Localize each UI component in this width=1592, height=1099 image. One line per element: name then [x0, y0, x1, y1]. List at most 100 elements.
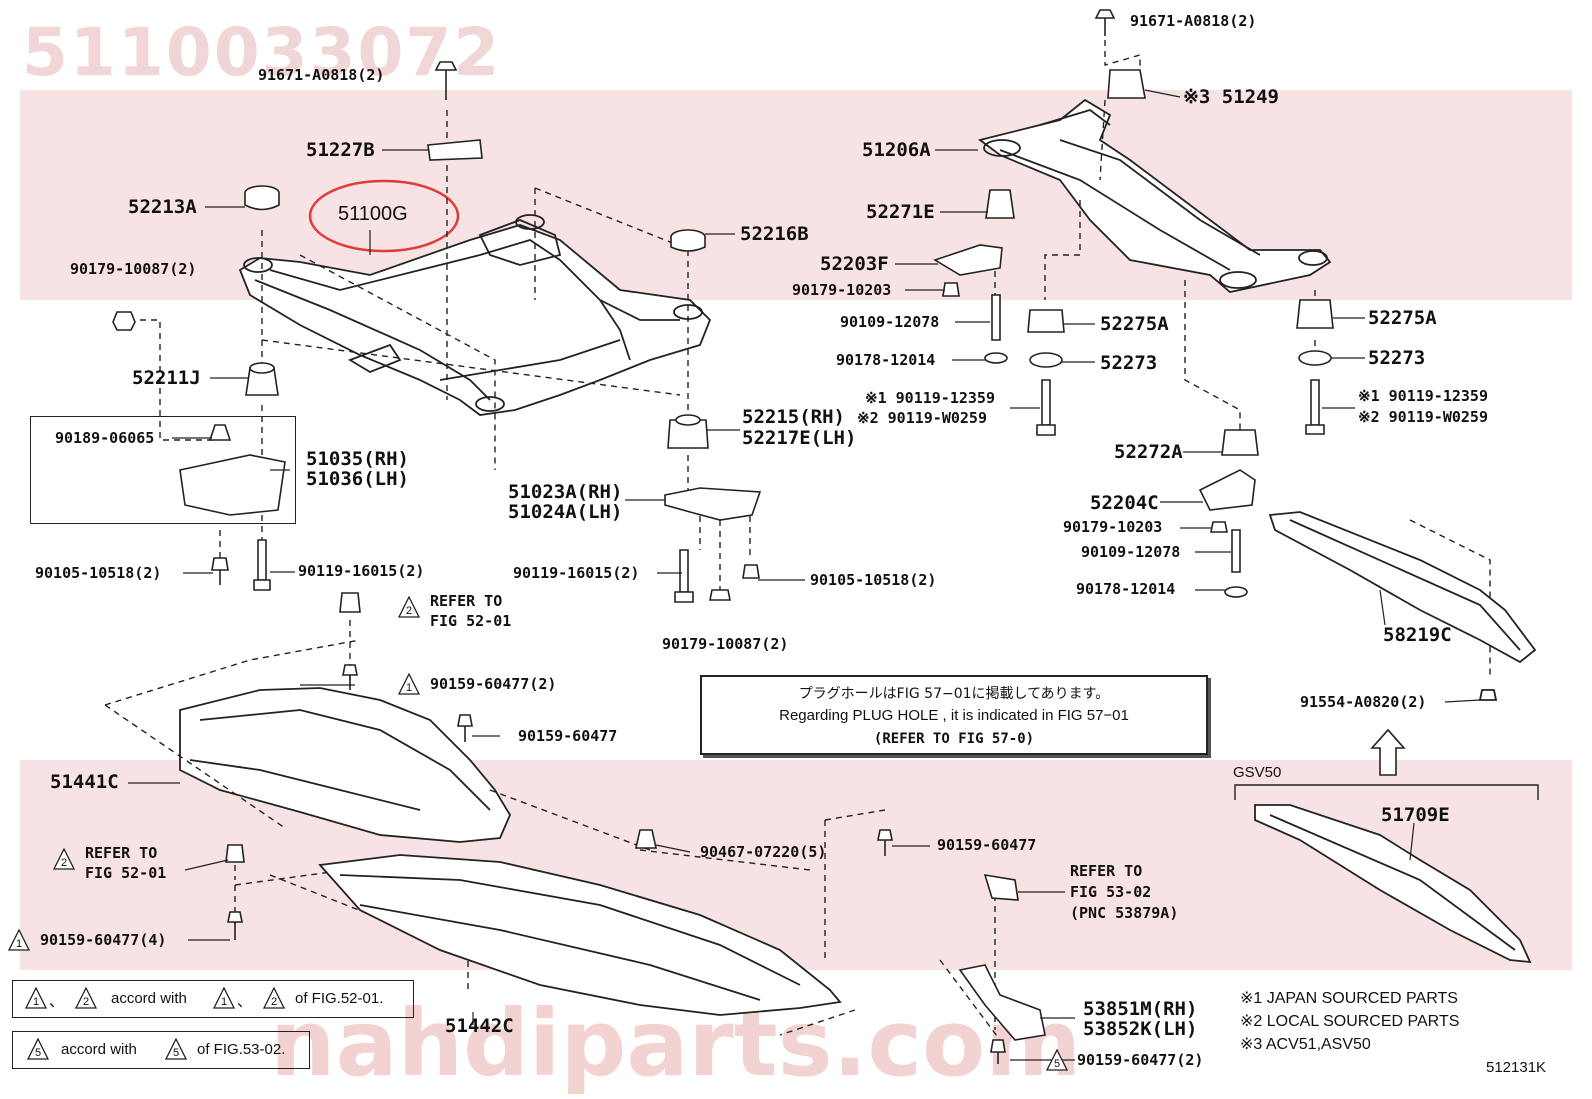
label-90109-12078-upper: 90109-12078: [840, 313, 940, 331]
label-52203f: 52203F: [820, 253, 889, 275]
label-90159-60477-4: 90159-60477(4): [40, 931, 167, 949]
triangle-2-lower: 2: [53, 848, 75, 870]
label-figure-id: 512131K: [1486, 1059, 1547, 1076]
label-52272a: 52272A: [1114, 441, 1183, 463]
label-90119-12359-left: ※1 90119-12359: [865, 389, 995, 407]
legend-triangle-5a-num: 5: [35, 1047, 41, 1059]
label-90178-12014-lower: 90178-12014: [1076, 580, 1176, 598]
label-52273-left: 52273: [1100, 352, 1158, 374]
label-90179-10087-front: 90179-10087(2): [70, 260, 197, 278]
label-90119-16015-mid: 90119-16015(2): [513, 564, 640, 582]
legend-triangle-2a: 2: [75, 987, 97, 1009]
label-51441c: 51441C: [50, 771, 119, 793]
gsv50-bracket: [1234, 784, 1539, 800]
rear-subframe: [977, 98, 1332, 293]
triangle-1-upper-num: 1: [406, 682, 412, 694]
legend-separator-1: 、: [49, 993, 65, 1010]
label-51036-lh: 51036(LH): [306, 468, 409, 490]
label-91671-a0818-front: 91671-A0818(2): [258, 66, 385, 84]
legend-triangle-2b-num: 2: [271, 996, 277, 1008]
label-51249: ※3 51249: [1183, 86, 1279, 108]
legend-triangle-2a-num: 2: [83, 996, 89, 1008]
label-fig-53-02: FIG 53-02: [1070, 883, 1152, 901]
highlight-circle: [308, 179, 460, 253]
label-refer-to-upper: REFER TO: [430, 592, 503, 610]
bracket-group-box: [30, 416, 296, 524]
label-90119-16015-left: 90119-16015(2): [298, 562, 425, 580]
legend-row-2: 5 accord with 5 of FIG.53-02.: [12, 1031, 310, 1069]
legend-triangle-1b-num: 1: [221, 996, 227, 1008]
plug-hole-note: プラグホールはFIG 57−01に掲載してあります。 Regarding PLU…: [700, 675, 1208, 755]
label-52211j: 52211J: [132, 367, 201, 389]
label-90159-60477-a: 90159-60477: [518, 727, 618, 745]
note-line-japanese: プラグホールはFIG 57−01に掲載してあります。: [798, 686, 1110, 702]
legend-separator-2: 、: [237, 993, 253, 1010]
under-cover-51441c: [179, 687, 512, 843]
triangle-2-upper-num: 2: [406, 605, 412, 617]
label-51227b: 51227B: [306, 139, 375, 161]
leader-lines: [128, 89, 1481, 1061]
label-refer-to-lower: REFER TO: [85, 844, 158, 862]
under-cover-51442c: [318, 854, 842, 1016]
label-90159-60477-2-upper: 90159-60477(2): [430, 675, 557, 693]
legend-tail-2: of FIG.53-02.: [197, 1041, 286, 1058]
label-90119-12359-right: ※1 90119-12359: [1358, 387, 1488, 405]
label-52275a-right: 52275A: [1368, 307, 1437, 329]
label-pnc-53879a: (PNC 53879A): [1070, 904, 1179, 922]
label-51206a: 51206A: [862, 139, 931, 161]
legend-triangle-2b: 2: [263, 987, 285, 1009]
brace-58219c: [1268, 511, 1537, 701]
label-53851m-rh: 53851M(RH): [1083, 998, 1198, 1020]
label-51035-rh: 51035(RH): [306, 448, 409, 470]
label-refer-to-53: REFER TO: [1070, 862, 1143, 880]
label-91554-a0820: 91554-A0820(2): [1300, 693, 1427, 711]
legend-triangle-1a: 1: [25, 987, 47, 1009]
legend-triangle-5b: 5: [165, 1038, 187, 1060]
triangle-5-lower-num: 5: [1054, 1058, 1060, 1070]
label-52215-rh: 52215(RH): [742, 406, 845, 428]
label-90159-60477-b: 90159-60477: [937, 836, 1037, 854]
triangle-2-upper: 2: [398, 596, 420, 618]
legend-triangle-1b: 1: [213, 987, 235, 1009]
note-line-english: Regarding PLUG HOLE , it is indicated in…: [779, 707, 1129, 724]
label-51709e: 51709E: [1381, 804, 1450, 826]
label-52271e: 52271E: [866, 201, 935, 223]
label-51024a-lh: 51024A(LH): [508, 501, 623, 523]
label-90109-12078-lower: 90109-12078: [1081, 543, 1181, 561]
label-90467-07220: 90467-07220(5): [700, 843, 827, 861]
label-52273-right: 52273: [1368, 347, 1426, 369]
label-51100g: 51100G: [338, 203, 408, 225]
legend-text-2: accord with: [61, 1041, 137, 1058]
rear-small-parts: [933, 9, 1334, 598]
legend-row-1: 1 、 2 accord with 1 、 2 of FIG.52-01.: [12, 980, 414, 1018]
label-90159-60477-2-lower: 90159-60477(2): [1077, 1051, 1204, 1069]
up-arrow: [1370, 728, 1406, 776]
label-51023a-rh: 51023A(RH): [508, 481, 623, 503]
label-52217e-lh: 52217E(LH): [742, 427, 857, 449]
label-90179-10203-upper: 90179-10203: [792, 281, 892, 299]
note-line-refer: (REFER TO FIG 57-0): [873, 731, 1035, 747]
label-90179-10203-lower: 90179-10203: [1063, 518, 1163, 536]
brace-51709e: [1254, 804, 1532, 964]
label-91671-a0818-rear: 91671-A0818(2): [1130, 12, 1257, 30]
triangle-1-upper: 1: [398, 673, 420, 695]
label-53852k-lh: 53852K(LH): [1083, 1018, 1198, 1040]
legend-text-1: accord with: [111, 990, 187, 1007]
label-51442c: 51442C: [445, 1015, 514, 1037]
cover-small-parts: [225, 592, 1046, 1064]
front-small-parts: [112, 61, 762, 603]
label-90105-10518-left: 90105-10518(2): [35, 564, 162, 582]
legend-triangle-1a-num: 1: [33, 996, 39, 1008]
legend-triangle-5b-num: 5: [173, 1047, 179, 1059]
footnote-local-sourced: ※2 LOCAL SOURCED PARTS: [1240, 1013, 1460, 1030]
legend-triangle-5a: 5: [27, 1038, 49, 1060]
label-90178-12014-upper: 90178-12014: [836, 351, 936, 369]
label-52204c: 52204C: [1090, 492, 1159, 514]
triangle-1-lower-num: 1: [16, 938, 22, 950]
label-52216b: 52216B: [740, 223, 809, 245]
label-90119-w0259-right: ※2 90119-W0259: [1358, 408, 1488, 426]
label-90119-w0259-left: ※2 90119-W0259: [857, 409, 987, 427]
label-52213a: 52213A: [128, 196, 197, 218]
front-subframe: [238, 214, 712, 416]
